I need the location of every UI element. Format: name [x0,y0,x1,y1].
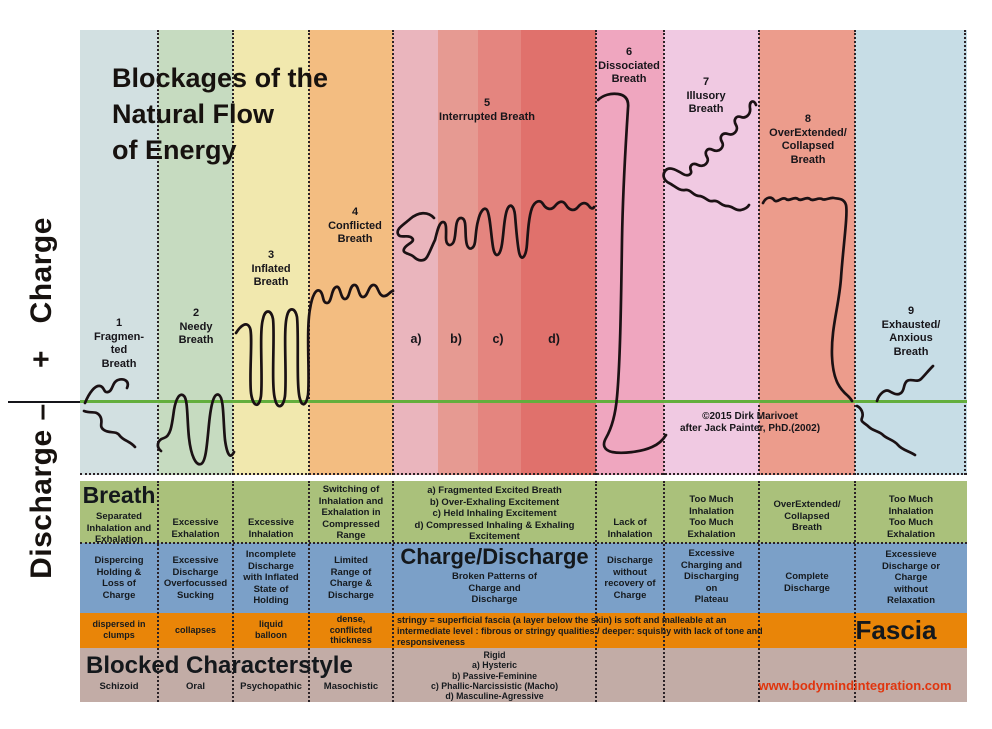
character-cell-2: Oral [185,681,205,692]
column-5-label: 5 Interrupted Breath [439,97,535,123]
axis-zero-line [8,401,80,403]
sub-label-d: d) [548,332,560,346]
copyright-credit: ©2015 Dirk Marivoet after Jack Painter, … [679,411,821,434]
breath-cell-9: Too Much Inhalation Too Much Exhalation [886,494,936,540]
column-6-label: 6 Dissociated Breath [598,46,660,85]
breath-cell-8: OverExtended/ Collapsed Breath [773,499,841,533]
divider [595,30,597,475]
character-cell-1: Schizoid [99,681,139,692]
divider [157,30,159,475]
breath-row-band [80,481,967,543]
charge-row-header: Charge/Discharge [400,544,589,569]
website-link: www.bodymindintegration.com [758,678,952,693]
fascia-cell-4: dense, conflicted thickness [329,614,373,645]
divider [964,30,966,475]
column-9-band [855,30,967,475]
breath-row-header: Breath [82,482,156,508]
charge-cell-5: Broken Patterns of Charge and Discharge [452,571,537,605]
column-7-label: 7 Illusory Breath [686,76,726,115]
divider [758,481,760,702]
divider [392,30,394,475]
divider [392,481,394,702]
divider [758,30,760,475]
fascia-row-header: Fascia [855,615,937,645]
divider [854,30,856,475]
fascia-cell-3: liquid balloon [255,619,287,640]
baseline-green [80,400,967,403]
divider [663,30,665,475]
charge-cell-1: Dispercing Holding & Loss of Charge [94,555,144,601]
fascia-cell-1: dispersed in clumps [92,619,146,640]
charge-cell-6: Discharge without recovery of Charge [604,555,656,601]
charge-cell-7: Excessive Charging and Discharging on Pl… [680,548,743,605]
column-9-label: 9 Exhausted/ Anxious Breath [881,305,941,358]
divider [232,481,234,702]
charge-row-band [80,543,967,613]
character-cell-4: Masochistic [323,681,379,692]
column-8-band [759,30,855,475]
sub-label-a: a) [410,332,422,346]
breath-cell-4: Switching of Inhalation and Exhalation i… [318,484,384,541]
poster-title: Blockages of the Natural Flow of Energy [112,63,329,165]
chart-bottom-border [80,473,967,475]
charge-cell-8: Complete Discharge [784,571,830,594]
divider [854,481,856,702]
column-6-band [596,30,664,475]
breath-cell-6: Lack of Inhalation [607,517,653,540]
charge-discharge-axis-label: Discharge – + Charge [25,217,58,579]
sub-label-c: c) [492,332,504,346]
breath-cell-2: Excessive Exhalation [171,517,220,540]
character-row-band [80,648,967,702]
charge-cell-2: Excessive Discharge Overfocussed Sucking [163,555,228,601]
character-cell-5: Rigid a) Hysteric b) Passive-Feminine c)… [430,650,559,702]
character-cell-3: Psychopathic [240,681,302,692]
breath-cell-7: Too Much Inhalation Too Much Exhalation [687,494,736,540]
character-row-header: Blocked Characterstyle [86,652,353,679]
charge-cell-4: Limited Range of Charge & Discharge [328,555,374,601]
divider [663,481,665,702]
column-1-label: 1 Fragmen- ted Breath [93,317,145,370]
divider [308,30,310,475]
fascia-note: stringy = superficial fascia (a layer be… [397,615,763,647]
column-2-label: 2 Needy Breath [178,307,214,346]
column-4-label: 4 Conflicted Breath [328,206,382,245]
column-5a-band [393,30,438,475]
sub-label-b: b) [450,332,462,346]
breath-cell-1: Separated Inhalation and Exhalation [86,511,152,545]
fascia-cell-2: collapses [174,625,217,635]
column-3-label: 3 Inflated Breath [251,249,291,288]
row-divider [80,542,967,544]
fascia-row-band [80,613,967,648]
charge-cell-3: Incomplete Discharge with Inflated State… [243,549,299,606]
column-8-label: 8 OverExtended/ Collapsed Breath [769,113,847,166]
divider [232,30,234,475]
breath-cell-3: Excessive Inhalation [248,517,294,540]
breath-cell-5: a) Fragmented Excited Breath b) Over-Exh… [414,485,575,542]
divider [595,481,597,702]
charge-cell-9: Excessieve Discharge or Charge without R… [881,549,941,606]
divider [308,481,310,702]
divider [157,481,159,702]
